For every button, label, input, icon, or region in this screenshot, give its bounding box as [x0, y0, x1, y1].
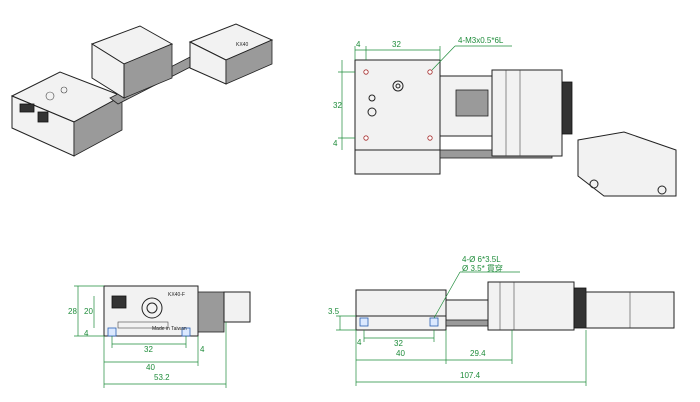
top-dim-width-text: 32 [392, 40, 401, 49]
side-dim-40-text: 40 [396, 349, 405, 358]
front-motor [223, 291, 251, 323]
side-hole-r [429, 317, 439, 327]
iso-plate-label: KX40 [236, 42, 248, 48]
front-dim-28-text: 28 [68, 307, 77, 316]
top-coupling [455, 89, 489, 117]
front-foot-hole-l [107, 327, 117, 337]
top-motor-cap [561, 81, 573, 135]
iso-hole-2 [60, 86, 68, 94]
side-dim-294-text: 29.4 [470, 349, 486, 358]
front-bore [141, 297, 163, 319]
front-dim-4-text: 4 [84, 329, 89, 338]
front-connector [111, 295, 127, 309]
top-carriage [354, 59, 441, 151]
side-hole-callout-1: 4-Ø 6*3.5L [462, 255, 501, 264]
front-view: KX40-F Made in Taiwan 28 20 4 32 4 40 53… [68, 285, 251, 388]
front-dim-20-text: 20 [84, 307, 93, 316]
side-hole-l [359, 317, 369, 327]
front-bore-inner [146, 302, 158, 314]
top-hole-bl [363, 135, 369, 141]
top-dim-bottom-text: 4 [333, 139, 338, 148]
isometric-view: KX40 [10, 23, 274, 157]
top-driver [577, 131, 677, 197]
side-motor-cap [573, 287, 587, 329]
iso-motor-front [91, 43, 125, 99]
side-dim-left-4-text: 4 [357, 338, 362, 347]
front-model-label: KX40-F [168, 292, 185, 298]
iso-block-side [73, 95, 123, 157]
top-driver-screw-2 [657, 185, 667, 195]
iso-knob [37, 111, 49, 123]
front-dim-40-text: 40 [146, 363, 155, 372]
side-dim-1074-text: 107.4 [460, 371, 481, 380]
top-hole-callout: 4-M3x0.5*6L [458, 36, 504, 45]
side-view: 4-Ø 6*3.5L Ø 3.5* 貫穿 3.5 4 32 40 29.4 10… [328, 255, 675, 386]
top-base [354, 149, 441, 175]
top-driver-screw-1 [589, 179, 599, 189]
front-made-label: Made in Taiwan [152, 326, 187, 332]
iso-hole-1 [45, 91, 55, 101]
top-center-hole [392, 80, 404, 92]
iso-connector [19, 103, 35, 113]
top-dim-left-text: 4 [356, 40, 361, 49]
top-dim-height-text: 32 [333, 101, 342, 110]
top-hole-tl [363, 69, 369, 75]
side-callout-leader [433, 271, 461, 319]
top-callout-leader [431, 45, 456, 71]
side-motor [487, 281, 575, 331]
front-motor-end [197, 291, 225, 333]
top-hole-br [427, 135, 433, 141]
side-hole-callout-2: Ø 3.5* 貫穿 [462, 263, 503, 273]
top-pin-1 [368, 94, 376, 102]
top-pin-2 [367, 107, 377, 117]
side-dim-32-text: 32 [394, 339, 403, 348]
front-label-strip [117, 321, 169, 329]
iso-driver-side [225, 39, 273, 85]
top-center-hole-inner [395, 83, 401, 89]
front-dim-53-text: 53.2 [154, 373, 170, 382]
top-motor [491, 69, 563, 157]
side-dim-35-text: 3.5 [328, 307, 340, 316]
top-view: 32 4 32 4 4-M3x0.5*6L [333, 36, 677, 197]
front-dim-right-4-text: 4 [200, 345, 205, 354]
front-dim-32-text: 32 [144, 345, 153, 354]
top-hole-tr [427, 69, 433, 75]
